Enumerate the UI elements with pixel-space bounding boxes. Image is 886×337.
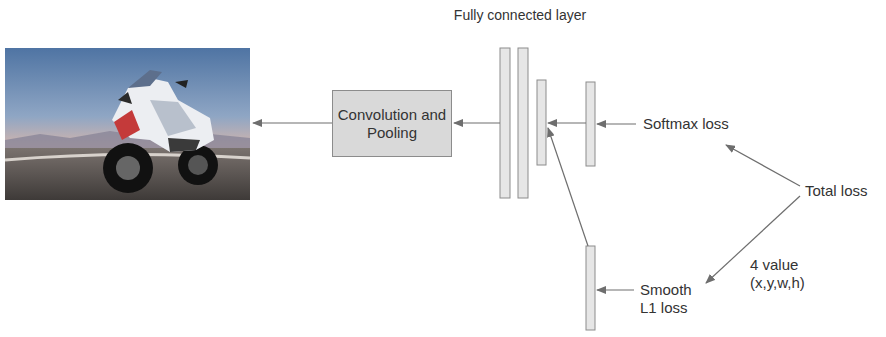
arrow	[454, 122, 500, 123]
loss-label: Smooth L1 loss	[640, 281, 702, 317]
box-text: Convolution and Pooling	[337, 106, 447, 142]
loss-label: Softmax loss	[643, 115, 763, 133]
arrow	[726, 145, 800, 186]
fc-bar	[537, 80, 546, 165]
arrow	[253, 122, 332, 123]
fc-bar	[500, 48, 510, 198]
loss-label: Total loss	[805, 182, 883, 200]
layer-title: Fully connected layer	[445, 6, 595, 24]
motorcycle-photo	[5, 48, 250, 200]
arrow	[597, 123, 636, 124]
arrow	[597, 289, 634, 290]
arrow	[548, 122, 586, 123]
process-box: Convolution and Pooling	[332, 90, 452, 157]
fc-bar	[586, 82, 595, 166]
arrow	[548, 128, 588, 246]
fc-bar	[586, 246, 595, 330]
fc-bar	[518, 48, 528, 198]
output-note: 4 value (x,y,w,h)	[750, 256, 822, 292]
